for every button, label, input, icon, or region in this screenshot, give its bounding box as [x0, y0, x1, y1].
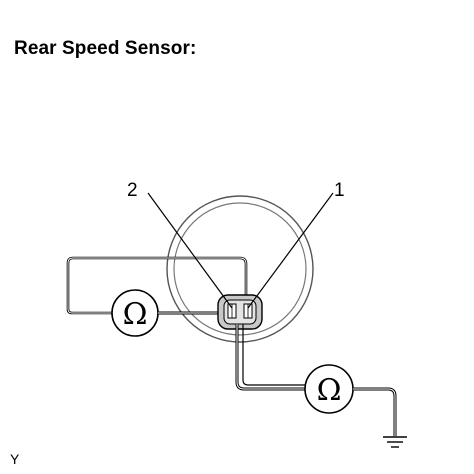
- ohmmeter-lower: Ω: [304, 364, 354, 414]
- ohmmeter-lower-symbol: Ω: [317, 373, 342, 408]
- lower-meter-wire: [235, 324, 305, 391]
- ground-icon: [383, 436, 407, 448]
- diagram-title: Rear Speed Sensor:: [14, 38, 197, 59]
- sensor-outer-ring: [166, 195, 314, 343]
- terminal-label-1: 1: [334, 180, 345, 201]
- terminal-label-2: 2: [127, 180, 138, 201]
- leader-line-terminal-1: [247, 192, 334, 309]
- sensor-connector-icon: [217, 294, 263, 330]
- leader-line-terminal-2: [147, 192, 233, 309]
- ohmmeter-upper: Ω: [111, 289, 159, 337]
- figure-id: Y: [10, 451, 20, 467]
- ground-wire: [353, 387, 397, 436]
- sensor-inner-ring: [173, 202, 307, 336]
- ohmmeter-upper-symbol: Ω: [123, 297, 148, 332]
